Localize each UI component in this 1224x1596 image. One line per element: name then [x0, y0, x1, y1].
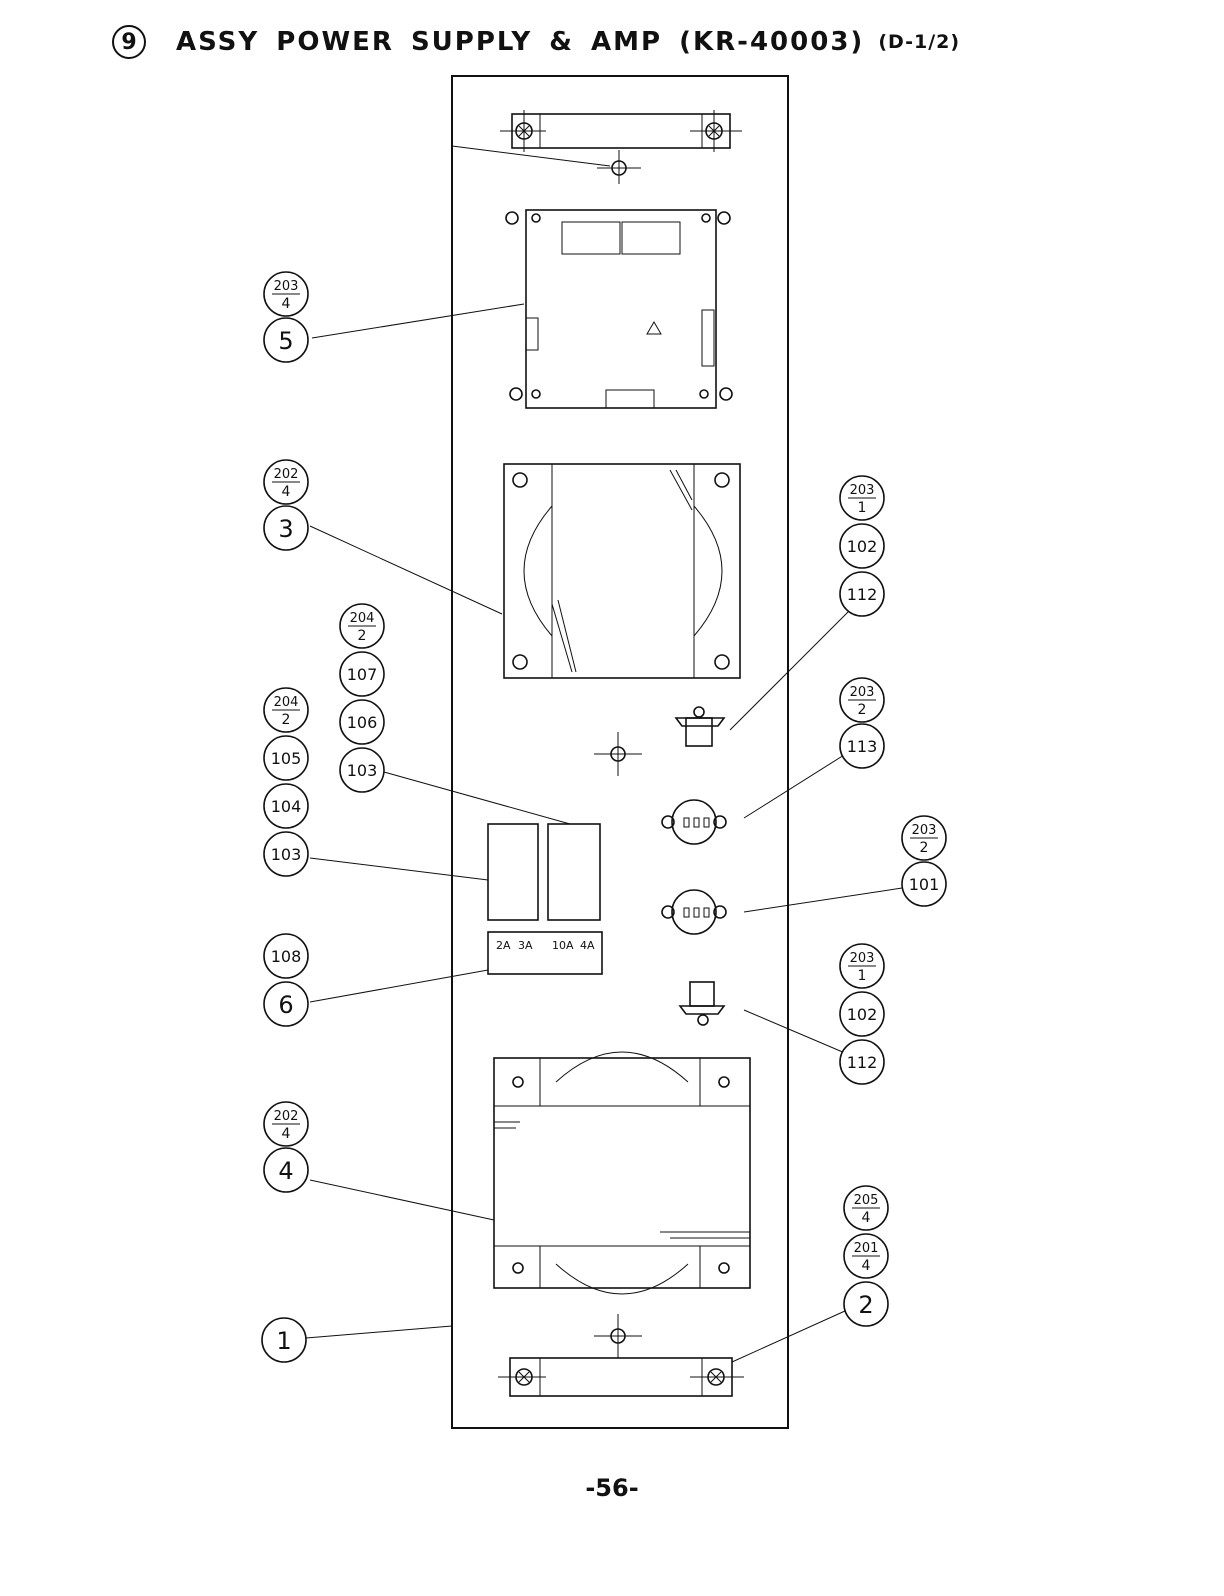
page-number: -56- — [0, 1474, 1224, 1502]
callout-112-upper-ref-bottom: 1 — [858, 500, 867, 516]
callout-101-ref-bottom: 2 — [920, 840, 929, 856]
callout-4-item: 4 — [278, 1157, 293, 1185]
top-bracket — [500, 110, 742, 152]
callout-112-lower-ref-top: 203 — [850, 951, 875, 966]
callout-112-lower: 112 102 203 1 — [840, 944, 884, 1084]
callout-103-upper-item: 103 — [347, 761, 378, 780]
callout-3-ref-top: 202 — [274, 467, 299, 482]
callout-6: 6 108 — [264, 934, 308, 1026]
callout-4-ref-top: 202 — [274, 1109, 299, 1124]
callout-2-ref-top: 205 — [854, 1193, 879, 1208]
callout-2-ref2-bottom: 4 — [862, 1258, 871, 1274]
leader-lines — [306, 304, 902, 1362]
callout-103-lower-extra-104: 104 — [271, 797, 302, 816]
callout-112-upper: 112 102 203 1 — [840, 476, 884, 616]
callout-103-lower-ref-top: 204 — [274, 695, 299, 710]
callout-6-item: 6 — [278, 991, 293, 1019]
callout-5-item: 5 — [278, 327, 293, 355]
callout-101: 101 203 2 — [902, 816, 946, 906]
callout-5-ref-top: 203 — [274, 279, 299, 294]
callout-3-ref-bottom: 4 — [282, 484, 291, 500]
callout-3: 3 202 4 — [264, 460, 308, 550]
callout-101-ref-top: 203 — [912, 823, 937, 838]
fuse-block: 4A 10A 3A 2A — [488, 932, 602, 974]
callout-113-item: 113 — [847, 737, 878, 756]
callout-4-ref-bottom: 4 — [282, 1126, 291, 1142]
callout-113-ref-top: 203 — [850, 685, 875, 700]
fuse-label-4a: 4A — [580, 939, 595, 952]
callout-112-upper-item: 112 — [847, 585, 878, 604]
callout-4: 4 202 4 — [264, 1102, 308, 1192]
callout-103-upper-extra-106: 106 — [347, 713, 378, 732]
callout-103-lower-ref-bottom: 2 — [282, 712, 291, 728]
callout-1-item: 1 — [276, 1327, 291, 1355]
callout-103-upper-extra-107: 107 — [347, 665, 378, 684]
bottom-bracket — [498, 1358, 744, 1396]
fuse-label-2a: 2A — [496, 939, 511, 952]
callout-103-upper-ref-top: 204 — [350, 611, 375, 626]
callout-2-ref-bottom: 4 — [862, 1210, 871, 1226]
fuse-label-10a: 10A — [552, 939, 574, 952]
transistor-lower — [662, 890, 726, 934]
callout-103-lower: 103 104 105 204 2 — [264, 688, 308, 876]
mounting-hole-bottom — [594, 1314, 642, 1358]
callout-6-extra-108: 108 — [271, 947, 302, 966]
transistor-upper — [662, 800, 726, 844]
callout-5: 5 203 4 — [264, 272, 308, 362]
callout-113-ref-bottom: 2 — [858, 702, 867, 718]
callout-103-upper-ref-bottom: 2 — [358, 628, 367, 644]
regulator-lower — [680, 982, 724, 1025]
transformer-lower — [494, 1052, 750, 1294]
callout-112-upper-extra-102: 102 — [847, 537, 878, 556]
callout-112-lower-extra-102: 102 — [847, 1005, 878, 1024]
callout-113: 113 203 2 — [840, 678, 884, 768]
callout-1: 1 — [262, 1318, 306, 1362]
pcb-board — [506, 210, 732, 408]
callout-103-upper: 103 106 107 204 2 — [340, 604, 384, 792]
relay-left — [488, 824, 538, 920]
chassis-plate — [452, 76, 788, 1428]
callout-103-lower-item: 103 — [271, 845, 302, 864]
callout-112-lower-ref-bottom: 1 — [858, 968, 867, 984]
callout-2-ref2-top: 201 — [854, 1241, 879, 1256]
callout-2: 2 201 4 205 4 — [844, 1186, 888, 1326]
callout-2-item: 2 — [858, 1291, 873, 1319]
callout-112-upper-ref-top: 203 — [850, 483, 875, 498]
regulator-upper — [676, 707, 724, 746]
callout-103-lower-extra-105: 105 — [271, 749, 302, 768]
callout-112-lower-item: 112 — [847, 1053, 878, 1072]
callout-101-item: 101 — [909, 875, 940, 894]
mounting-hole-top — [452, 146, 641, 184]
transformer-upper — [504, 464, 740, 678]
callout-5-ref-bottom: 4 — [282, 296, 291, 312]
fuse-label-3a: 3A — [518, 939, 533, 952]
relay-right — [548, 824, 600, 920]
callout-3-item: 3 — [278, 515, 293, 543]
mounting-hole-center — [594, 732, 642, 776]
